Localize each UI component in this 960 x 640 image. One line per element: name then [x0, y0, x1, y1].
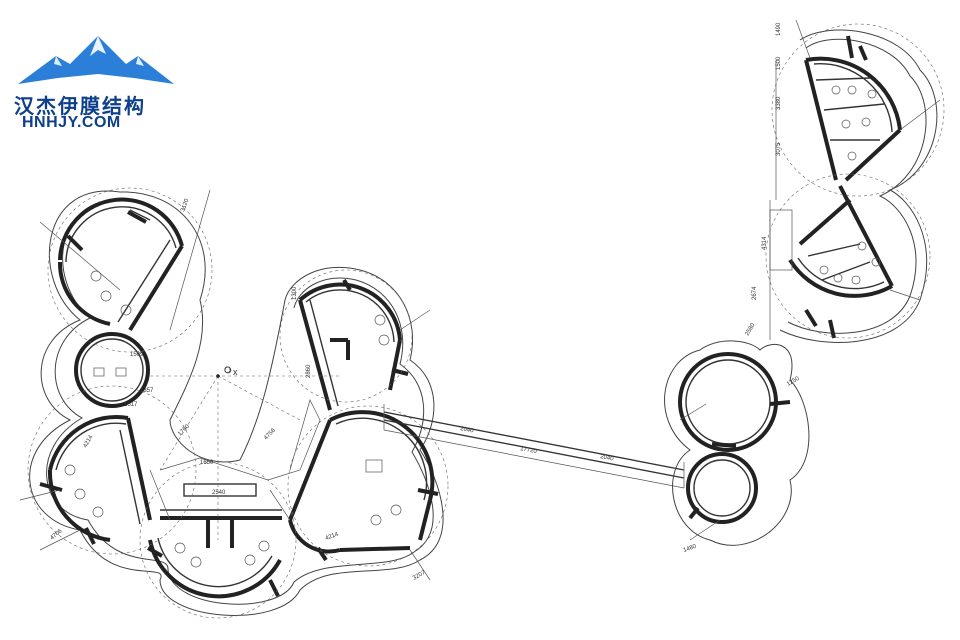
- dim-label: 2540: [212, 490, 226, 496]
- dim-label: 4214: [325, 531, 340, 541]
- corridor-length-dim: 17720: [520, 446, 538, 455]
- toilet-fixtures: [769, 85, 881, 285]
- dim-label: 2860: [306, 364, 312, 378]
- dim-label: 3120: [180, 197, 190, 212]
- dim-label: 1509: [130, 352, 144, 358]
- dim-label: 4756: [263, 427, 277, 441]
- connecting-corridor: 17720 2040 2040: [383, 404, 685, 489]
- origin-label: O: [224, 365, 231, 375]
- dim-label: 1517: [124, 402, 138, 408]
- dim-label: 4314: [762, 236, 768, 250]
- brand-name-chinese: 汉杰伊膜结构: [14, 94, 146, 118]
- corridor-dim: 2040: [460, 426, 475, 435]
- dim-label: 3380: [776, 96, 782, 110]
- dim-label: 1250: [786, 376, 801, 388]
- dim-label: 1650: [200, 460, 214, 466]
- brand-logo: [14, 34, 184, 134]
- dim-label: 2580: [745, 322, 757, 337]
- dim-label: 1760: [177, 423, 191, 437]
- origin-point-icon: [216, 374, 220, 378]
- corridor-dim: 2040: [600, 454, 615, 463]
- brand-website: HNHJY.COM: [22, 114, 121, 131]
- dim-label: 3075: [776, 142, 782, 156]
- dim-label: 4706: [49, 528, 64, 542]
- dim-label: 1357: [140, 388, 154, 394]
- dim-label: 1490: [776, 22, 782, 36]
- plumbing-fixtures: [64, 270, 402, 568]
- dim-label: 3207: [412, 570, 427, 582]
- left-cluster: O x: [19, 187, 449, 619]
- mountain-logo-icon: [18, 36, 174, 84]
- dim-label: 1300: [292, 286, 298, 300]
- dim-label: 1500: [776, 56, 782, 70]
- dim-label: 2674: [752, 286, 758, 300]
- origin-axis-label: x: [233, 367, 238, 377]
- dim-label: 1480: [683, 543, 698, 553]
- right-cluster: [664, 19, 945, 546]
- dim-label: 4214: [83, 434, 95, 449]
